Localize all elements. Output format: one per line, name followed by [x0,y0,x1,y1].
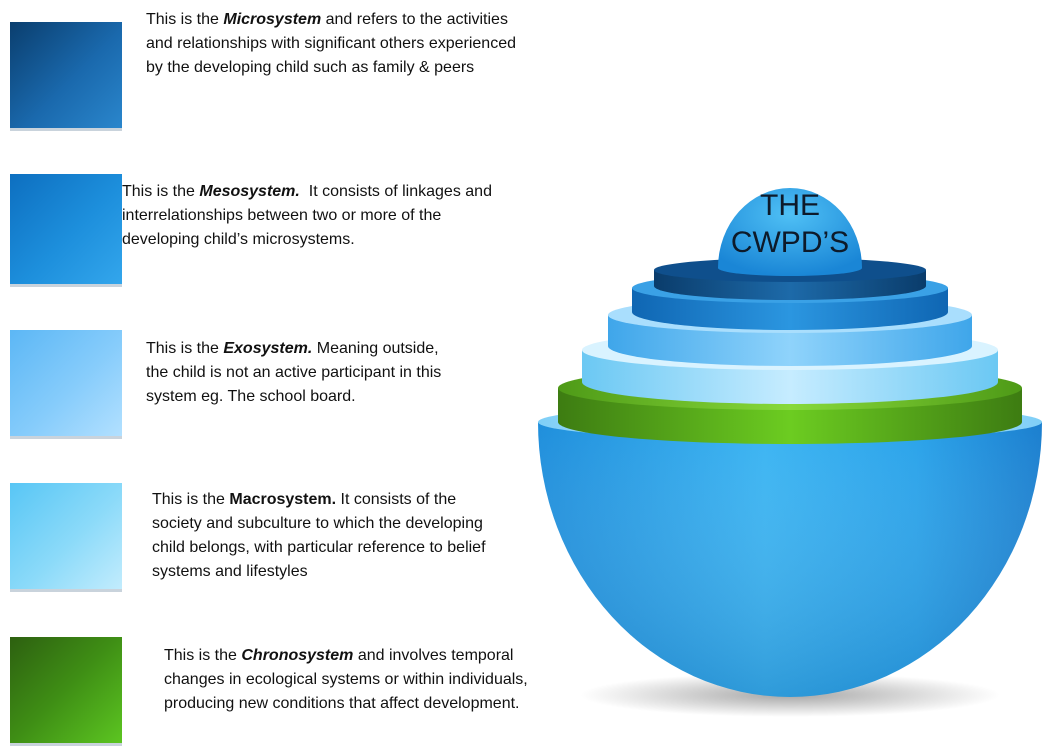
mesosystem-term: Mesosystem. [199,183,300,200]
desc-text: and involves temporal changes in ecologi… [164,647,528,712]
chronosystem-swatch [10,637,122,743]
desc-prefix: This is the [146,11,224,28]
desc-prefix: This is the [122,183,200,200]
microsystem-term: Microsystem [223,11,322,28]
desc-prefix: This is the [164,647,242,664]
cap-dome [718,188,862,276]
chronosystem-term: Chronosystem [241,647,354,664]
mesosystem-description: This is the Mesosystem. It consists of l… [122,180,502,252]
macrosystem-description: This is the Macrosystem. It consists of … [152,488,502,584]
desc-text: It consists of linkages and interrelatio… [122,183,497,248]
desc-prefix: This is the [146,340,224,357]
exosystem-term: Exosystem. [223,340,313,357]
macrosystem-swatch [10,483,122,589]
cap-label-line1: THE [760,189,820,222]
cap-label-line2: CWPD’S [731,226,849,259]
layered-hemisphere-diagram: THE CWPD’S [538,188,1042,717]
desc-prefix: This is the [152,491,230,508]
desc-text: It consists of the society and subcultur… [152,491,486,580]
exosystem-description: This is the Exosystem. Meaning outside, … [146,337,456,409]
chronosystem-description: This is the Chronosystem and involves te… [164,644,564,716]
desc-text: and refers to the activities and relatio… [146,11,516,76]
desc-text: Meaning outside, the child is not an act… [146,340,442,405]
macrosystem-term: Macrosystem. [229,491,337,508]
mesosystem-swatch [10,174,122,284]
outer-bowl-shade [538,422,1042,697]
microsystem-swatch [10,22,122,128]
exosystem-swatch [10,330,122,436]
microsystem-description: This is the Microsystem and refers to th… [146,8,536,80]
